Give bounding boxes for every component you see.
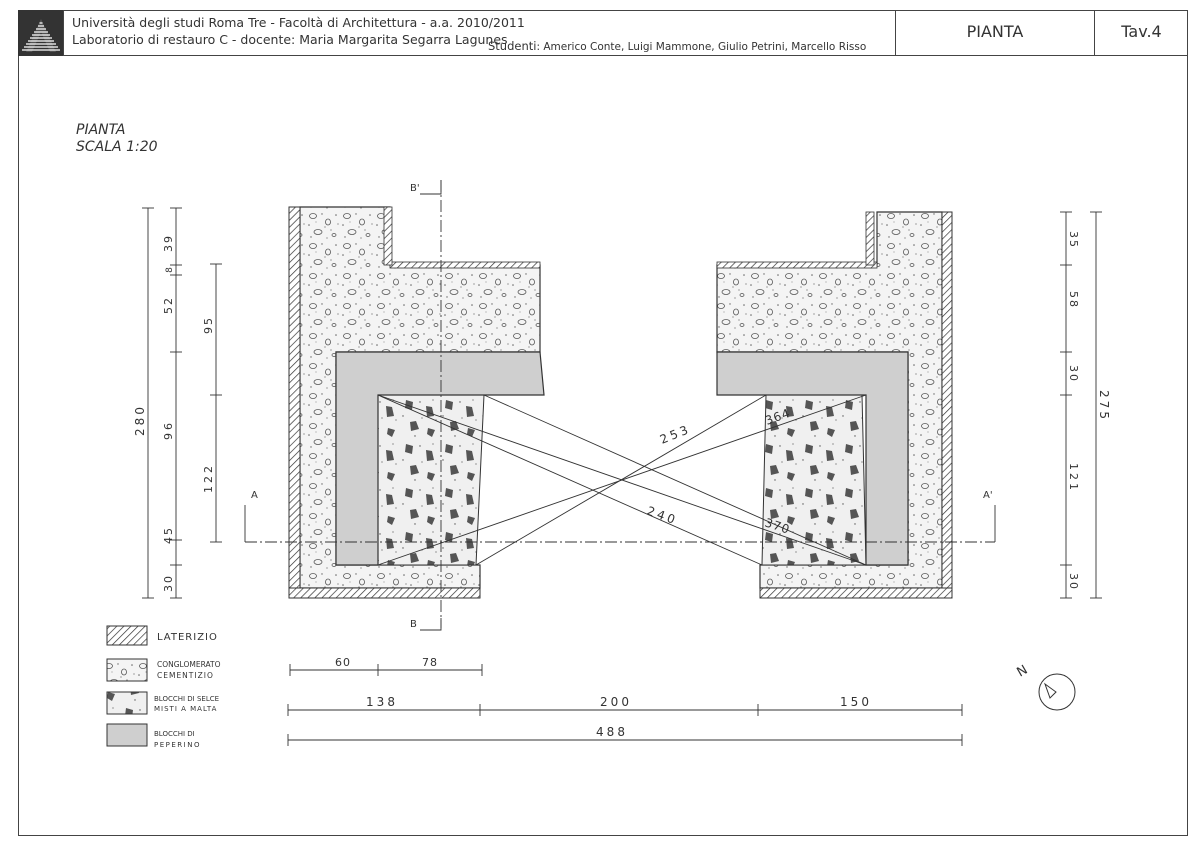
sheet-number: Tav.4 [1121,22,1162,41]
university-logo [18,10,64,56]
dim-left-8: 8 [165,267,175,273]
section-mark-a-right: A' [983,490,993,501]
institution-line-2: Laboratorio di restauro C - docente: Mar… [72,32,508,47]
section-mark-b-top: B' [410,183,420,194]
dim-left-45: 45 [162,526,175,544]
sheet-frame [18,10,1188,836]
dim-left-30: 30 [162,574,175,592]
north-arrow-icon [1038,673,1076,711]
students-line: Studenti: Americo Conte, Luigi Mammone, … [488,39,866,53]
legend-selce-1: BLOCCHI DI SELCE [154,695,219,703]
legend-conglomerato-2: CEMENTIZIO [157,671,214,680]
students-label: Studenti [488,39,537,53]
diagonal-measures [377,394,867,566]
plan-title: PIANTA [76,122,126,138]
dim-right-58: 58 [1067,291,1080,309]
dim-right-30a: 30 [1067,365,1080,383]
dim-bottom-150: 150 [840,695,872,709]
dim-right-35: 35 [1067,231,1080,249]
dim-left-95: 95 [202,316,215,334]
legend-swatch-peperino [106,723,148,747]
dim-left-96: 96 [162,420,175,440]
dim-bottom-488: 488 [596,725,628,739]
dim-left-122: 122 [202,463,215,493]
right-pier [716,211,953,599]
dim-bottom-200: 200 [600,695,632,709]
legend-swatch-conglomerato [106,658,148,682]
dim-bottom-60: 60 [335,656,351,669]
dim-right-30b: 30 [1067,573,1080,591]
dim-left-39: 39 [162,234,175,252]
legend-laterizio: LATERIZIO [157,632,218,643]
logo-icon [18,10,63,56]
dim-right-275: 275 [1097,390,1111,422]
legend-conglomerato-1: CONGLOMERATO [157,660,221,669]
legend: LATERIZIO CONGLOMERATO CEMENTIZIO BLOCCH… [106,625,221,749]
left-pier [288,206,545,599]
students-names: : Americo Conte, Luigi Mammone, Giulio P… [536,41,867,53]
plan-scale: SCALA 1:20 [76,139,158,155]
legend-peperino-1: BLOCCHI DI [154,730,195,738]
bottom-dimension-lines [287,664,963,746]
legend-peperino-2: PEPERINO [154,741,201,749]
sheet-title: PIANTA [895,10,1095,56]
right-dimension-lines [1060,211,1102,599]
dim-left-280: 280 [133,404,147,436]
legend-swatch-selce [106,691,148,715]
legend-swatch-laterizio [106,625,148,646]
section-mark-a-left: A [251,490,258,501]
north-label: N [1015,663,1031,681]
legend-selce-2: MISTI A MALTA [154,705,217,713]
dim-bottom-138: 138 [366,695,398,709]
diagonal-240: 240 [645,504,680,528]
section-lines [244,180,996,631]
dim-right-121: 121 [1067,463,1080,493]
title-block [18,10,1188,56]
plan-title-block: PIANTA SCALA 1:20 [76,122,158,156]
section-mark-b-bottom: B [410,619,417,630]
institution-info: Università degli studi Roma Tre - Facolt… [72,14,525,48]
dim-left-52: 52 [162,296,175,314]
left-dimension-lines [142,207,222,599]
dim-bottom-78: 78 [422,656,438,669]
diagonal-253: 253 [658,422,693,447]
institution-line-1: Università degli studi Roma Tre - Facolt… [72,15,525,30]
